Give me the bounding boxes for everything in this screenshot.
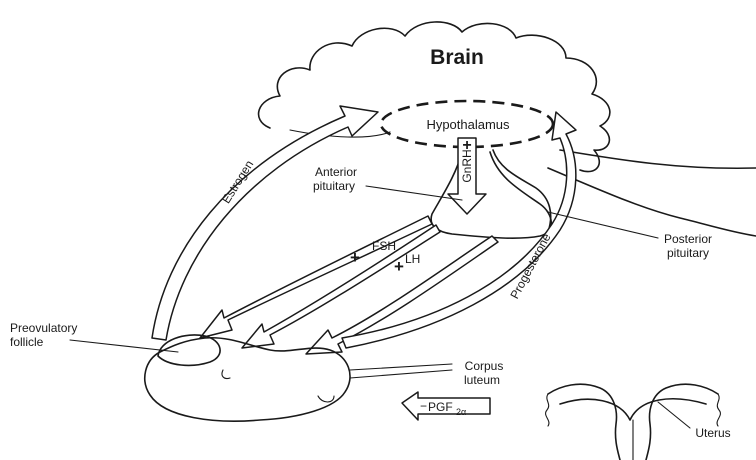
ovary-detail xyxy=(222,370,230,379)
hypothalamus-label: Hypothalamus xyxy=(426,117,510,132)
brainstem-outline xyxy=(560,150,756,168)
brain-label: Brain xyxy=(430,46,484,69)
preovulatory-label-2: follicle xyxy=(10,335,44,349)
lh-sign: + xyxy=(394,257,404,276)
lh-label: LH xyxy=(405,252,420,266)
fsh-label: FSH xyxy=(372,239,396,253)
uterus-leader xyxy=(658,402,690,428)
anterior-pituitary-label-1: Anterior xyxy=(315,165,357,179)
uterus-label: Uterus xyxy=(695,426,730,440)
gnrh-label: GnRH xyxy=(460,149,474,182)
pgf-subscript: 2α xyxy=(456,407,466,417)
corpus-luteum-leader-2 xyxy=(350,370,452,378)
uterus-outline xyxy=(548,384,620,460)
corpus-luteum-label-2: luteum xyxy=(464,373,500,387)
posterior-pituitary-label-1: Posterior xyxy=(664,232,712,246)
posterior-pituitary-label-2: pituitary xyxy=(667,246,709,260)
corpus-luteum-leader xyxy=(350,364,452,370)
right-oviduct xyxy=(717,394,720,426)
ovary-detail-lower xyxy=(318,396,334,402)
fsh-sign: + xyxy=(350,248,360,267)
preovulatory-follicle-bulge xyxy=(158,335,220,365)
pgf-label: PGF xyxy=(428,400,453,414)
corpus-luteum-label-1: Corpus xyxy=(465,359,504,373)
estrogen-arrow xyxy=(152,106,378,340)
anterior-pituitary-label-2: pituitary xyxy=(313,179,355,193)
posterior-pituitary-leader xyxy=(548,212,658,238)
left-oviduct xyxy=(546,394,549,426)
brainstem-outline-lower xyxy=(548,168,756,236)
gnrh-sign: + xyxy=(462,137,471,154)
pgf-sign: − xyxy=(420,399,427,413)
fsh-arrow xyxy=(200,216,432,338)
brain-outline xyxy=(259,22,610,172)
uterus-horn-inner xyxy=(560,399,706,420)
preovulatory-label-1: Preovulatory xyxy=(10,321,77,335)
